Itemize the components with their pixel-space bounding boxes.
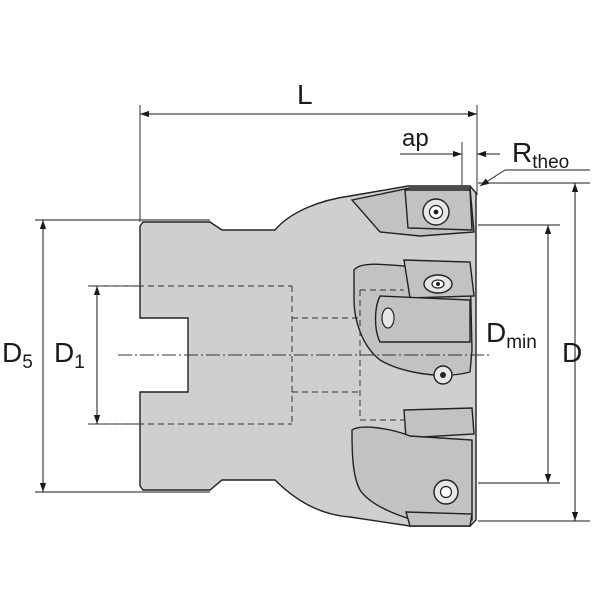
label-cut-depth: ap <box>402 125 429 152</box>
bolt-icon-bottom <box>433 479 459 505</box>
clamp-screw-icon <box>423 274 453 294</box>
label-diameter: D <box>562 337 582 368</box>
insert-bottom-plate <box>405 511 473 527</box>
label-r-theo: Rtheo <box>512 137 569 173</box>
insert-third <box>403 407 475 439</box>
label-d5: D5 <box>2 337 33 373</box>
bolt-icon-middle <box>433 365 453 385</box>
dimension-lines <box>39 110 590 521</box>
label-dmin: Dmin <box>486 317 537 353</box>
torx-screw-icon <box>422 198 450 226</box>
label-length: L <box>297 79 313 110</box>
pin-hole-icon <box>381 307 395 329</box>
label-d1: D1 <box>54 337 85 373</box>
insert-second-lower <box>374 295 471 343</box>
